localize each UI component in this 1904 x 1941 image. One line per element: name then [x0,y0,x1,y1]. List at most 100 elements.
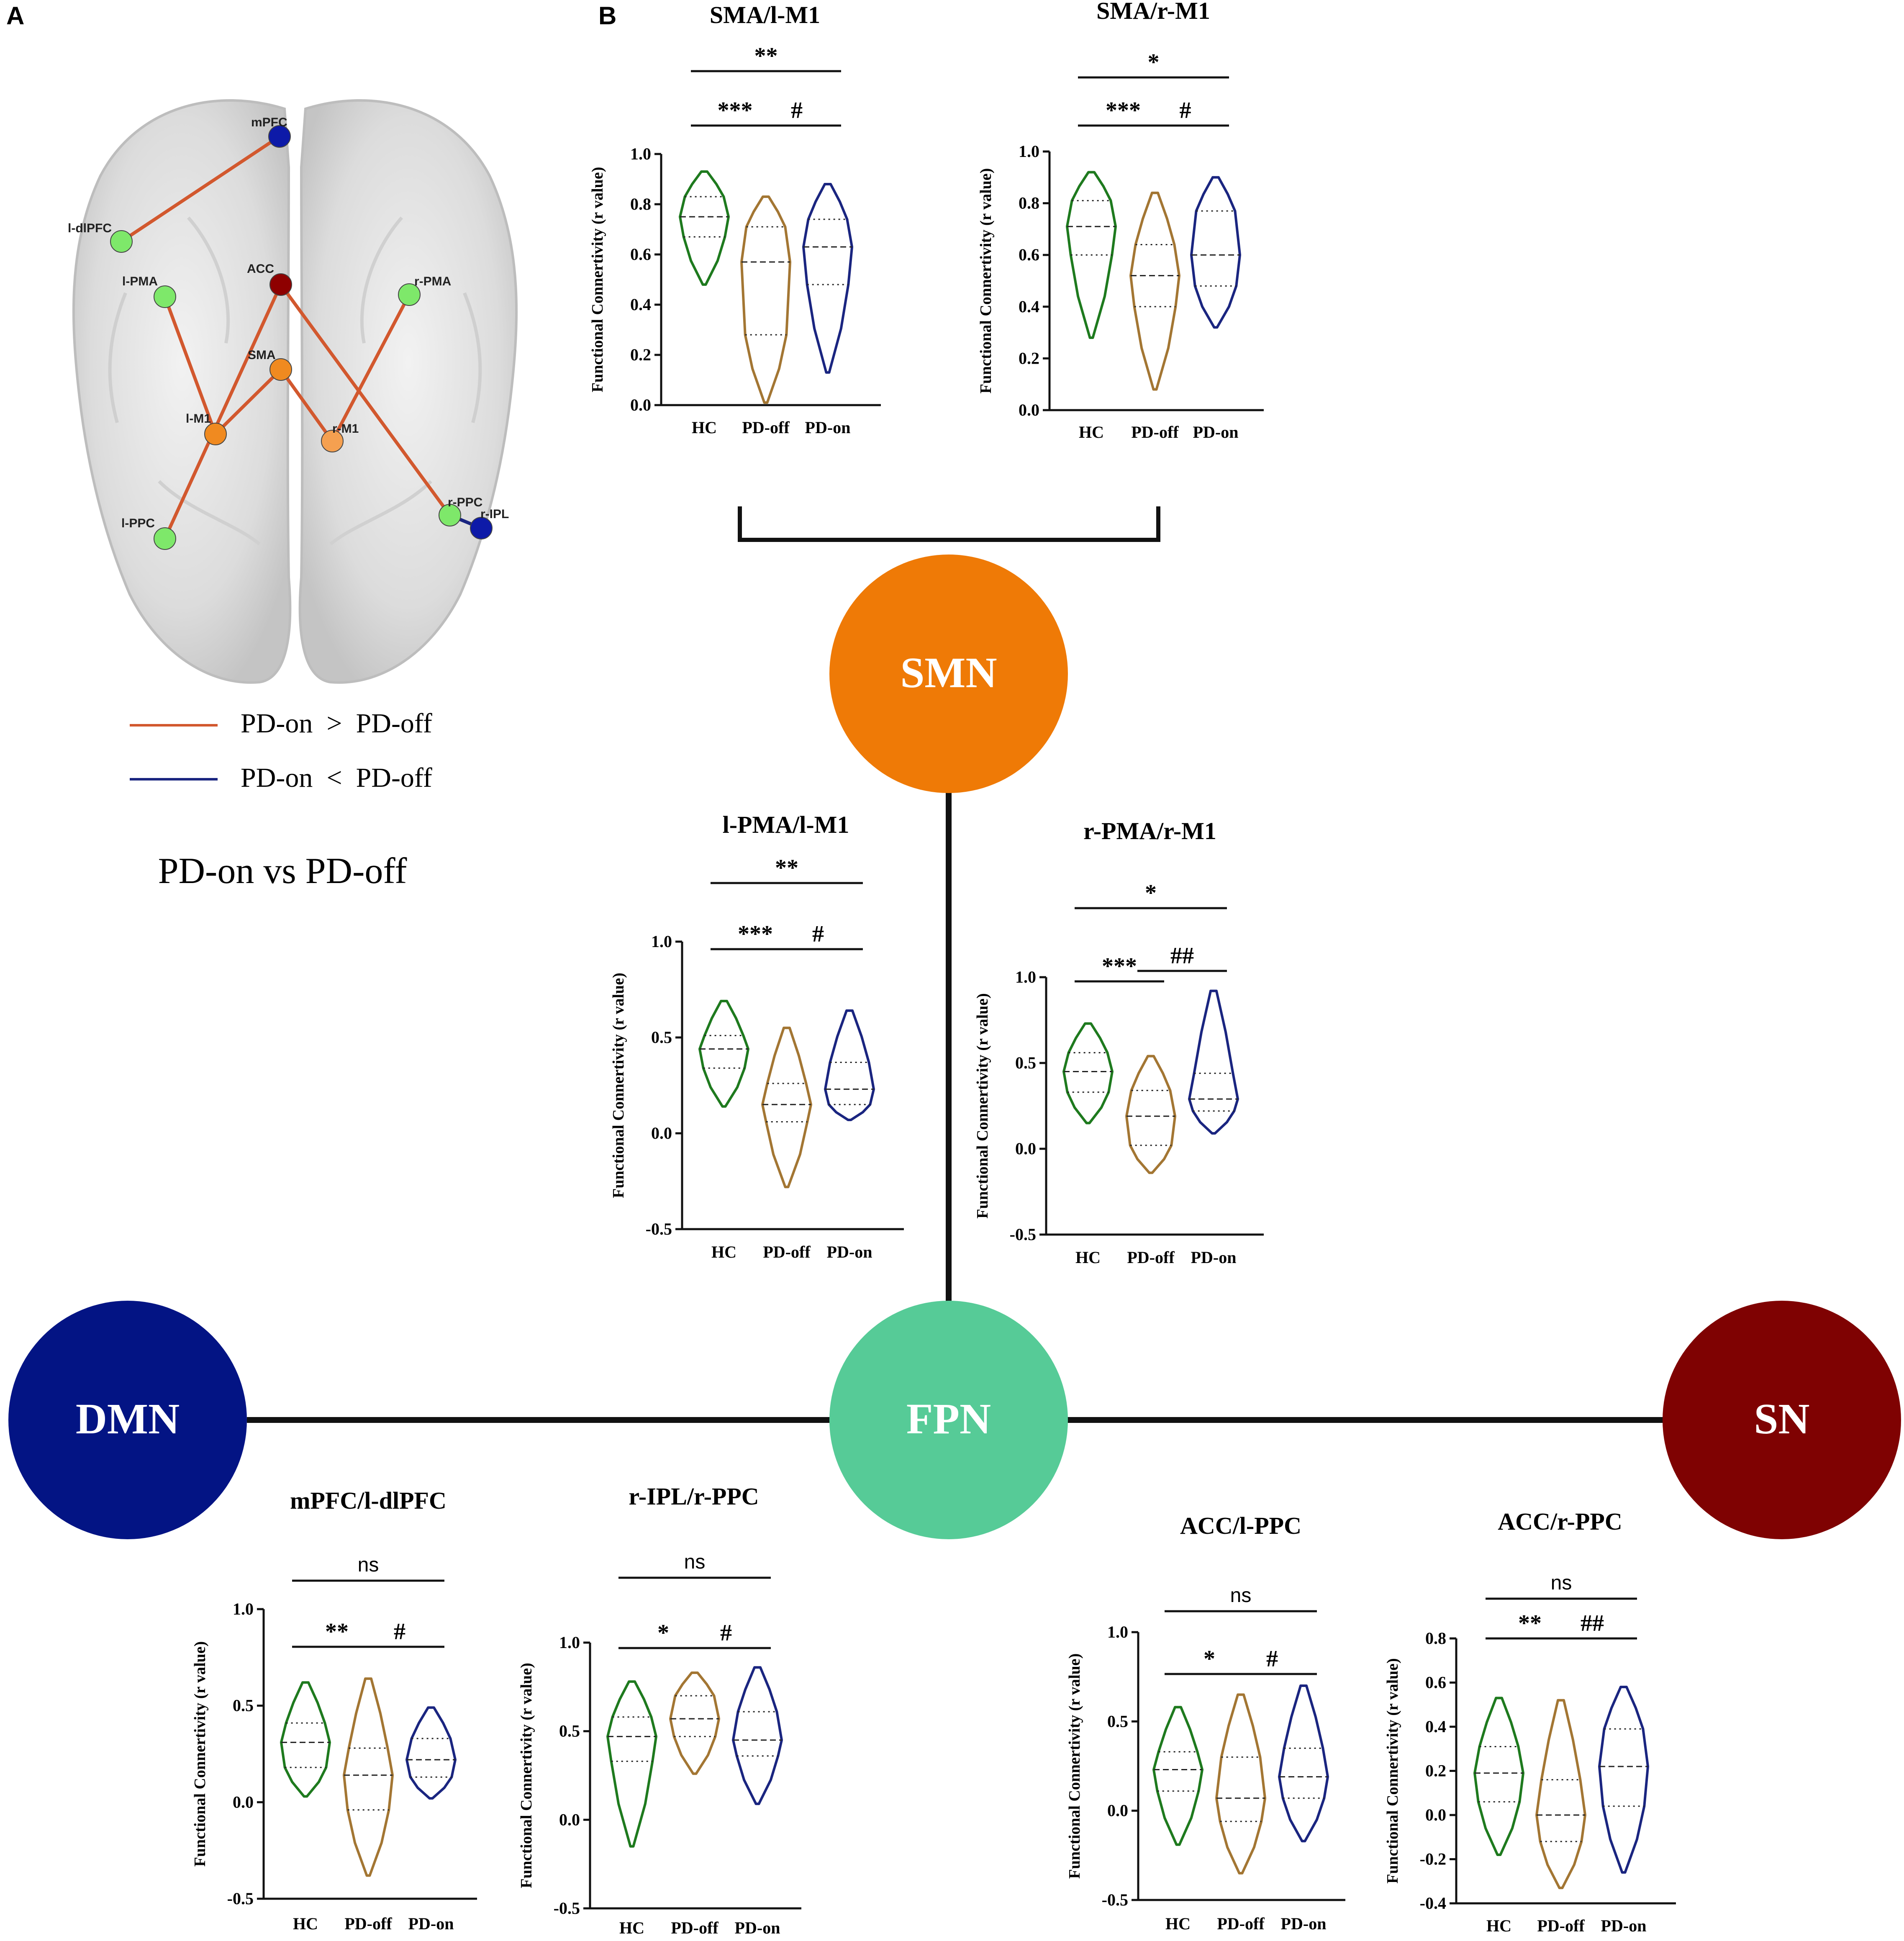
smn-circle [829,555,1068,793]
brain-node-label-r-M1: r-M1 [332,422,359,436]
fpn-circle [829,1301,1068,1539]
y-tick-label: 0.2 [630,345,651,364]
chart-title: l-PMA/l-M1 [723,811,849,838]
y-tick-label: -0.5 [227,1889,254,1908]
violin-HC [679,170,730,286]
brain-node-label-l-PMA: l-PMA [122,275,158,288]
violin-PD-off [1125,1055,1176,1174]
significance-label: # [1180,98,1191,123]
brain-node-label-SMA: SMA [248,348,276,362]
significance-label: *** [1102,953,1137,979]
sn-label: SN [1754,1395,1810,1443]
x-category-label: PD-off [1127,1248,1175,1267]
sn-circle [1663,1301,1901,1539]
x-category-label: PD-on [1281,1914,1327,1933]
panel-b-label: B [598,2,616,30]
significance-label: * [657,1620,669,1646]
network-nodes: SMN FPN DMN SN [8,555,1901,1539]
chart-title: mPFC/l-dlPFC [290,1487,446,1514]
y-tick-label: 1.0 [233,1600,254,1618]
y-tick-label: 0.5 [559,1722,580,1741]
y-tick-label: 0.4 [1425,1717,1446,1736]
brain-node-ACC [269,273,292,296]
brain-node-l-PMA [154,285,176,308]
brain-node-l-PPC [154,527,176,550]
y-tick-label: 0.5 [651,1028,672,1047]
y-tick-label: -0.5 [1010,1225,1036,1244]
x-category-label: PD-on [408,1914,454,1933]
brain-edge-l-PMA-l-M1 [163,296,217,435]
y-tick-label: 0.6 [1425,1673,1446,1692]
violin-HC [698,999,749,1108]
brain-edge-r-PMA-r-M1 [331,294,411,442]
y-tick-label: 0.0 [233,1792,254,1811]
y-tick-label: 0.8 [630,195,651,213]
x-category-label: PD-off [1537,1916,1585,1935]
legend-label-decrease: PD-on < PD-off [241,763,432,793]
y-axis-label: Functional Connertivity (r value) [1384,1658,1401,1884]
y-tick-label: 0.2 [1425,1761,1446,1780]
x-category-label: PD-on [1193,423,1239,442]
significance-label: ## [1581,1610,1604,1636]
significance-label: # [1266,1646,1278,1672]
chart-title: SMA/r-M1 [1096,0,1210,24]
y-tick-label: 0.8 [1019,194,1039,213]
brain-node-l-M1 [204,423,227,445]
violin-PD-on [405,1706,457,1800]
violin-PD-on [1190,176,1241,329]
violin-PD-off [1129,191,1180,391]
significance-label: # [720,1620,732,1646]
y-tick-label: 0.6 [1019,245,1039,264]
chart-title: SMA/l-M1 [710,1,820,28]
brain-node-label-l-PPC: l-PPC [121,516,155,530]
chart-title: r-IPL/r-PPC [629,1483,759,1510]
smn-label: SMN [900,649,997,697]
chart-title: ACC/l-PPC [1180,1512,1301,1539]
brain-node-label-l-M1: l-M1 [186,412,211,426]
y-tick-label: 1.0 [630,144,651,163]
brain-node-SMA [269,358,292,381]
x-category-label: HC [619,1918,644,1937]
y-axis-label: Functional Connertivity (r value) [191,1641,209,1867]
chart-title: ACC/r-PPC [1498,1508,1622,1535]
legend-label-increase: PD-on > PD-off [241,708,432,739]
x-category-label: PD-on [1601,1916,1647,1935]
y-tick-label: 0.0 [1019,401,1039,419]
significance-label: ** [325,1619,349,1645]
significance-label: *** [738,921,773,947]
chart-7: ACC/r-PPC-0.4-0.20.00.20.40.60.8Function… [1384,1508,1676,1935]
significance-label: * [1203,1646,1215,1672]
y-tick-label: -0.5 [646,1220,672,1238]
y-tick-label: 0.4 [630,295,651,314]
violin-HC [606,1680,657,1848]
y-tick-label: 0.5 [1015,1053,1036,1072]
y-tick-label: 1.0 [651,932,672,951]
y-axis-label: Functional Connertivity (r value) [974,993,991,1219]
smn-bracket [738,506,1160,542]
significance-label: * [1148,49,1160,75]
violin-PD-off [761,1027,812,1189]
significance-label: ** [1518,1610,1542,1636]
dmn-label: DMN [76,1395,180,1443]
x-category-label: HC [1165,1914,1191,1933]
violin-PD-off [740,195,791,404]
x-category-label: PD-off [742,418,790,437]
brain-node-label-r-IPL: r-IPL [480,507,509,521]
y-tick-label: 1.0 [1015,968,1036,986]
significance-label: # [791,98,803,123]
y-tick-label: 0.6 [630,245,651,264]
violin-HC [1152,1706,1203,1846]
significance-label: ns [684,1551,706,1573]
comparison-title: PD-on vs PD-off [158,851,408,891]
y-tick-label: 0.5 [233,1696,254,1715]
violin-PD-off [343,1677,394,1877]
x-category-label: PD-off [1131,423,1179,442]
y-tick-label: 1.0 [1107,1623,1128,1641]
legend: PD-on > PD-off PD-on < PD-off [130,708,432,793]
